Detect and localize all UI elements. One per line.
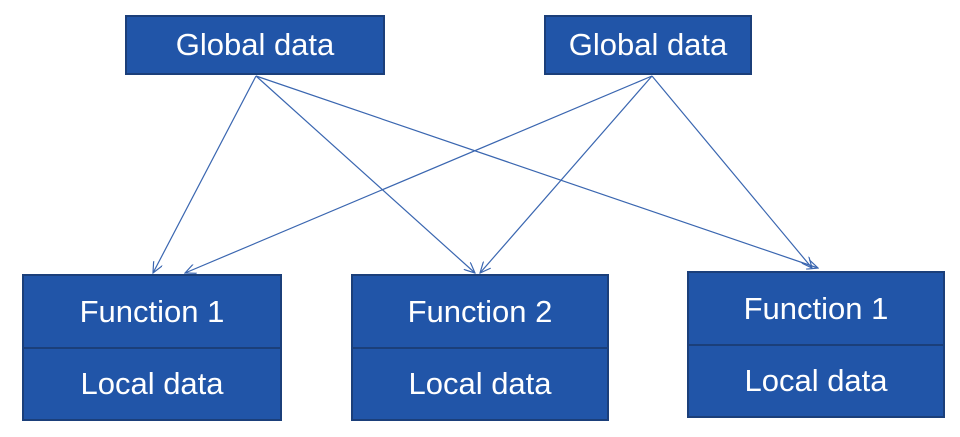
local-data-cell: Local data <box>689 346 943 416</box>
arrow-global-2-to-function-2 <box>480 75 653 273</box>
arrow-global-1-to-function-3 <box>255 75 818 268</box>
global-data-box-1: Global data <box>125 15 385 75</box>
function-name-cell: Function 1 <box>689 273 943 346</box>
local-data-label: Local data <box>408 366 552 401</box>
function-name-cell: Function 1 <box>24 276 280 349</box>
local-data-label: Local data <box>744 363 888 398</box>
function-name: Function 1 <box>743 290 889 326</box>
function-block-2: Function 2 Local data <box>351 274 609 421</box>
function-name-cell: Function 2 <box>353 276 607 349</box>
arrow-global-1-to-function-1 <box>153 75 257 273</box>
function-name: Function 1 <box>79 293 225 329</box>
function-block-1: Function 1 Local data <box>22 274 282 421</box>
local-data-cell: Local data <box>24 349 280 419</box>
global-data-label: Global data <box>568 27 728 62</box>
arrow-global-1-to-function-2 <box>255 75 475 273</box>
global-data-box-2: Global data <box>544 15 752 75</box>
arrow-global-2-to-function-3 <box>651 75 812 268</box>
local-data-cell: Local data <box>353 349 607 419</box>
local-data-label: Local data <box>80 366 224 401</box>
arrow-lines <box>153 75 818 273</box>
function-name: Function 2 <box>407 293 553 329</box>
arrow-global-2-to-function-1 <box>185 75 653 273</box>
global-data-label: Global data <box>175 27 335 62</box>
function-block-3: Function 1 Local data <box>687 271 945 418</box>
